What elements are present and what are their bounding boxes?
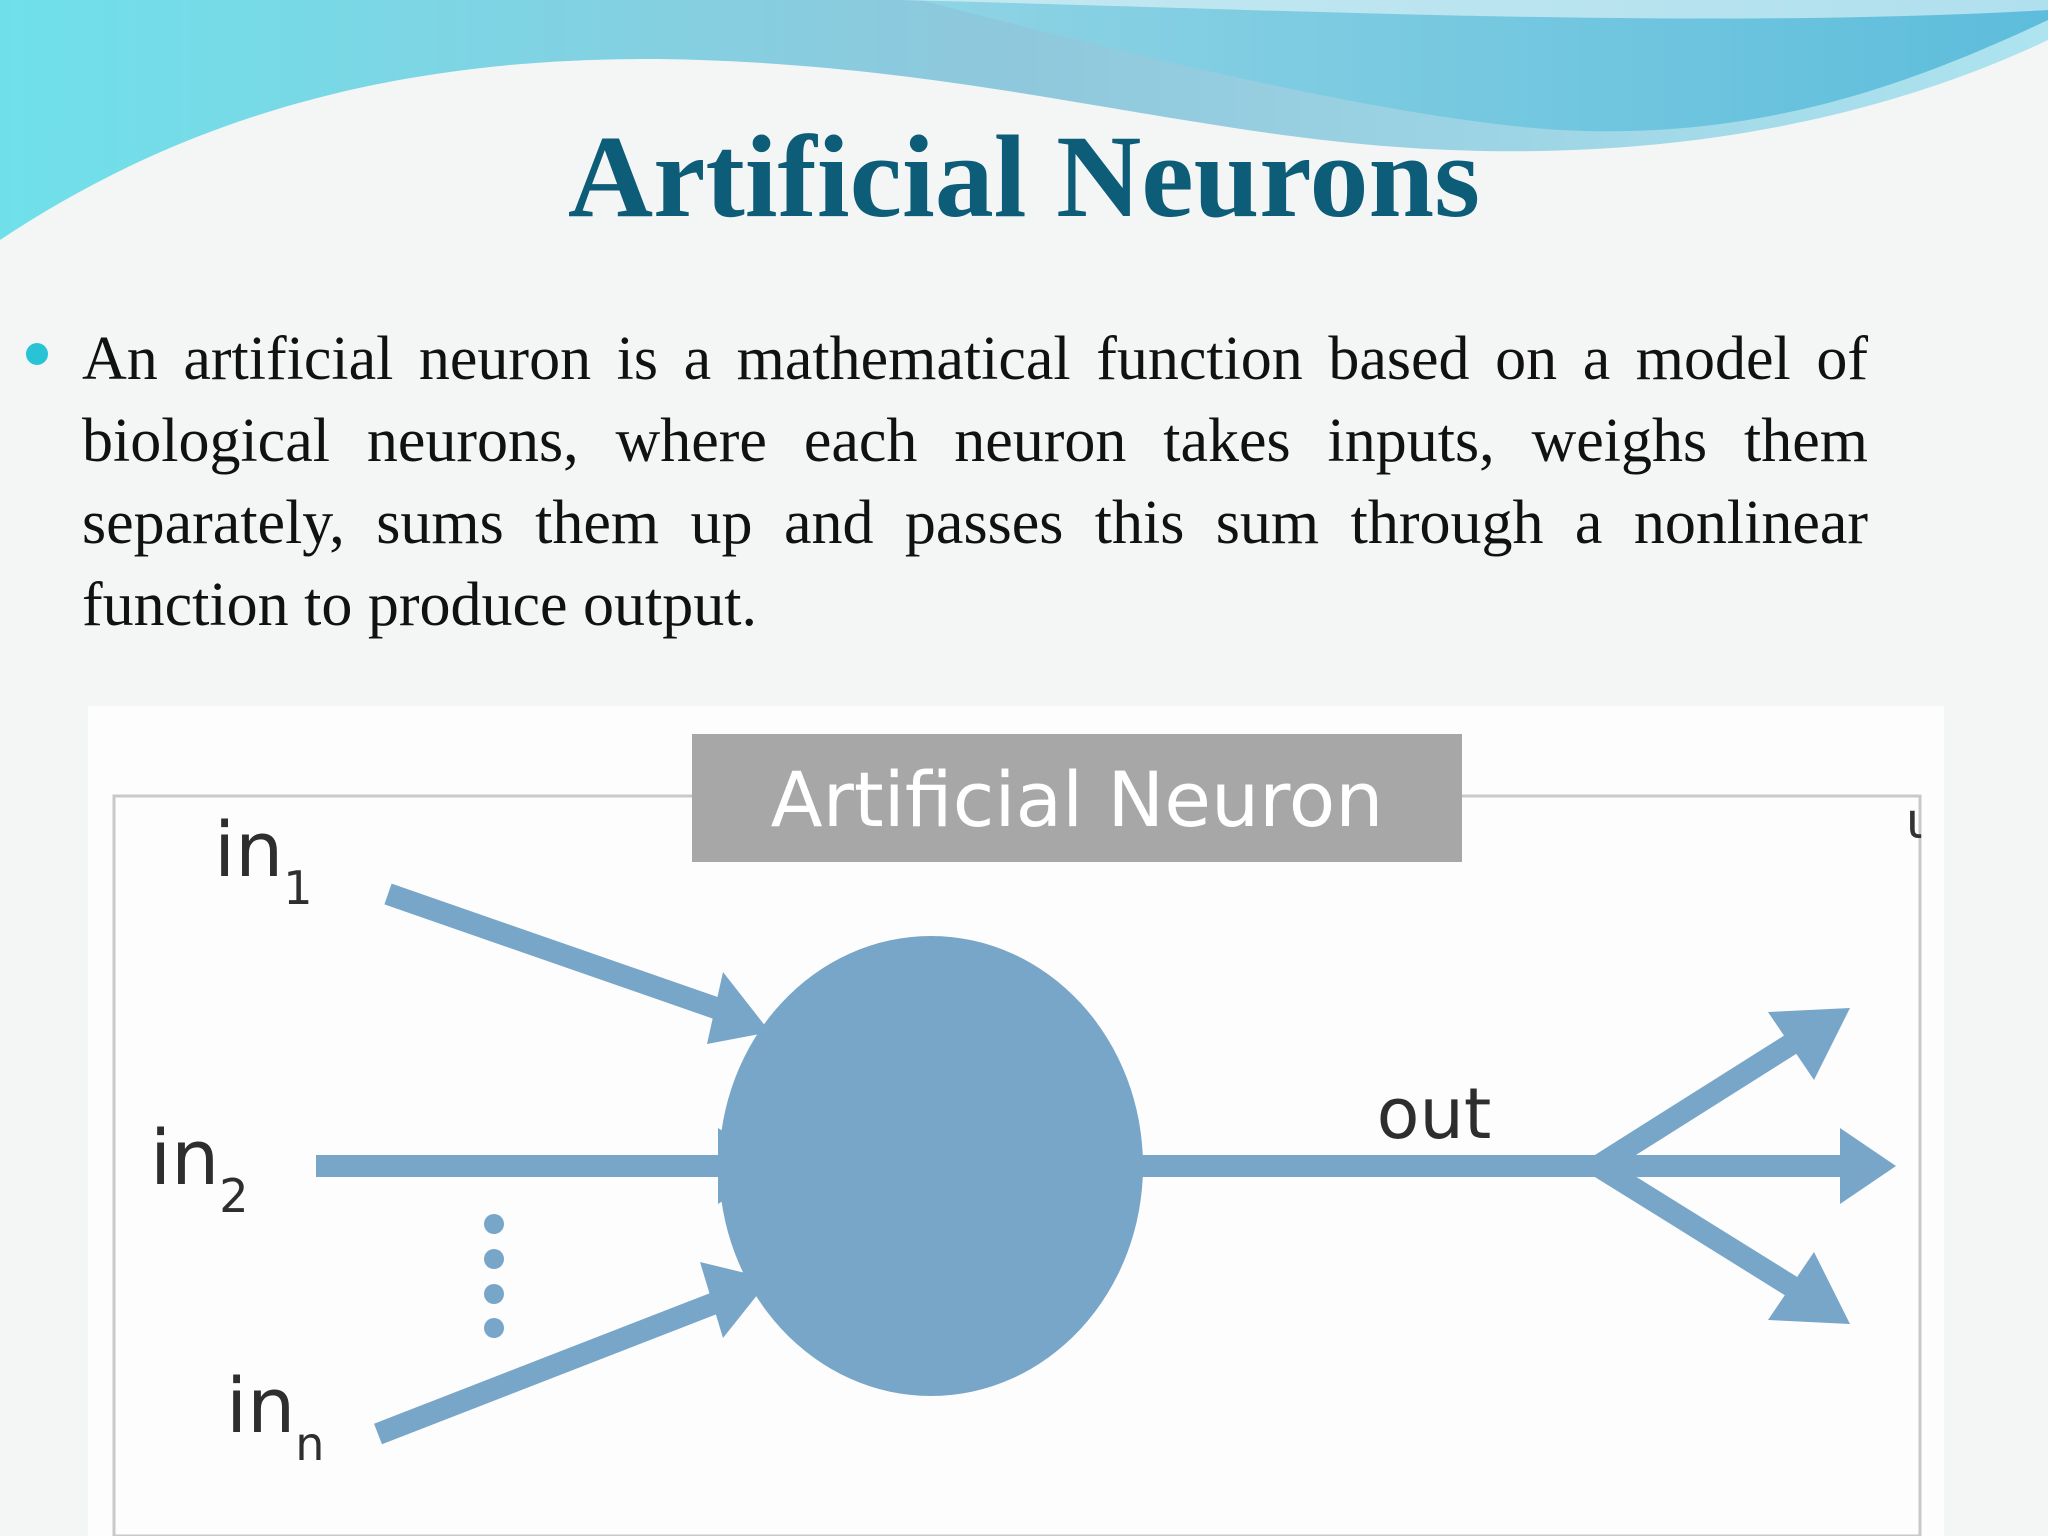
slide-title: Artificial Neurons: [567, 111, 1481, 242]
neuron-body: [719, 936, 1143, 1396]
output-branch-down-shaft: [1592, 1156, 1829, 1316]
header-wave-decoration: [0, 0, 2048, 240]
input-n-label: inn: [226, 1361, 324, 1471]
input-1-label: in1: [214, 805, 313, 915]
ellipsis-dot: [484, 1284, 504, 1304]
corner-glyph: ι: [1906, 792, 1923, 850]
ellipsis-dot: [484, 1214, 504, 1234]
diagram-heading-bg: [692, 734, 1462, 862]
output-branch-up-shaft: [1592, 1014, 1829, 1176]
bullet-dot: [26, 343, 48, 365]
output-branch-up-arrowhead: [1768, 1008, 1850, 1080]
output-label: out: [1377, 1073, 1492, 1155]
bullet-text: An artificial neuron is a mathematical f…: [82, 325, 1868, 639]
ellipsis-dot: [484, 1318, 504, 1338]
input-n-arrow-shaft: [374, 1285, 737, 1445]
output-branch-mid-arrowhead: [1840, 1128, 1896, 1204]
input-1-arrow-shaft: [384, 883, 737, 1025]
output-branch-down-arrowhead: [1768, 1252, 1850, 1324]
artificial-neuron-diagram: Artificial Neuron ι: [88, 706, 1944, 1536]
input-2-label: in2: [150, 1113, 249, 1223]
ellipsis-dot: [484, 1249, 504, 1269]
input-1-arrowhead: [707, 972, 770, 1044]
diagram-heading: Artificial Neuron: [771, 755, 1384, 844]
